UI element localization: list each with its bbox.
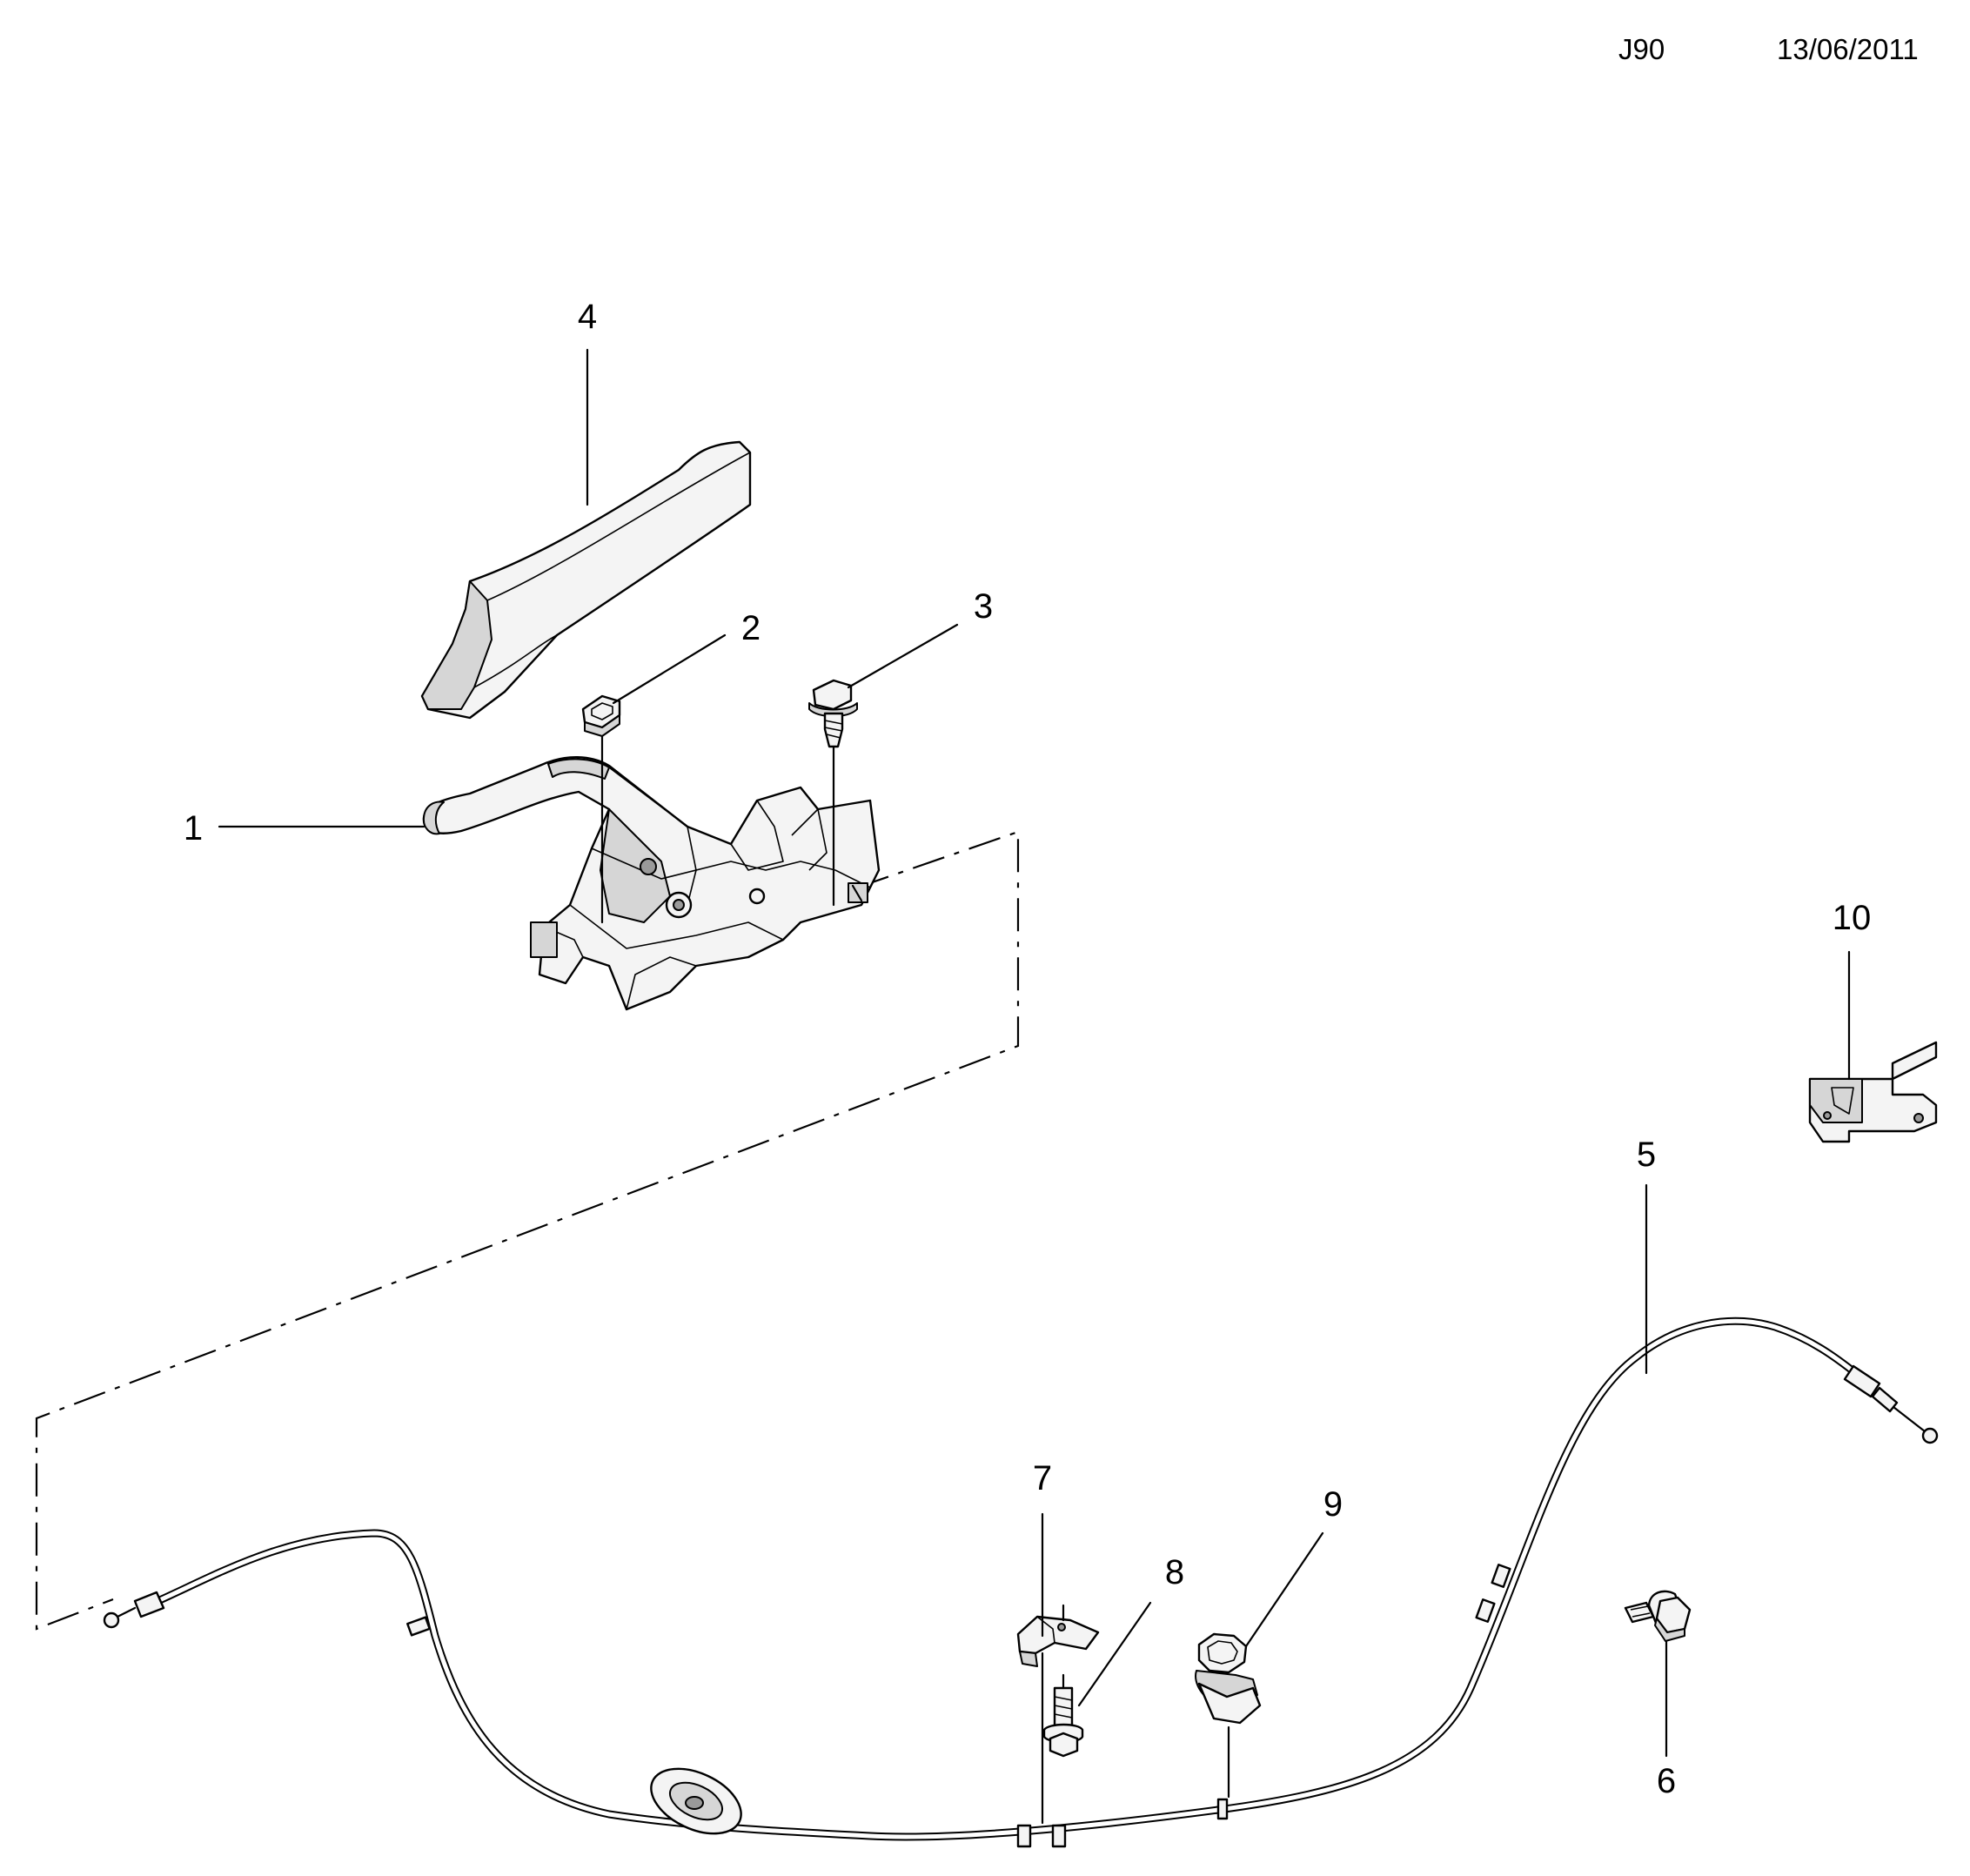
cable-clip	[1016, 1604, 1100, 1667]
callout-4: 4	[578, 298, 597, 336]
leader-line-3	[847, 623, 959, 689]
cable-bracket	[1808, 1041, 1938, 1143]
callout-5: 5	[1637, 1136, 1656, 1174]
cable-grommet	[650, 1767, 742, 1835]
lever-grip-cover	[420, 440, 752, 720]
callout-6: 6	[1657, 1762, 1676, 1800]
bracket-bolt	[1624, 1590, 1692, 1642]
assembly-group-outline	[35, 830, 1020, 1631]
callout-2: 2	[741, 609, 761, 647]
callout-8: 8	[1165, 1553, 1184, 1591]
leader-line-9	[1244, 1531, 1324, 1648]
parking-brake-lever-assembly	[422, 756, 881, 1011]
lever-mount-bolt	[808, 679, 858, 907]
leader-line-8	[1077, 1601, 1152, 1707]
callout-9: 9	[1323, 1485, 1343, 1524]
diagram-date: 13/06/2011	[1777, 33, 1919, 65]
cable-clamp	[1195, 1632, 1262, 1799]
brake-cable	[103, 1317, 1939, 1848]
clip-stud-bolt	[1042, 1673, 1084, 1758]
diagram-code: J90	[1618, 33, 1665, 65]
callout-1: 1	[184, 809, 203, 848]
callout-3: 3	[974, 587, 993, 626]
leader-line-2	[612, 633, 727, 705]
callout-10: 10	[1833, 899, 1872, 937]
callout-7: 7	[1033, 1459, 1052, 1497]
lever-mount-nut	[581, 694, 621, 924]
